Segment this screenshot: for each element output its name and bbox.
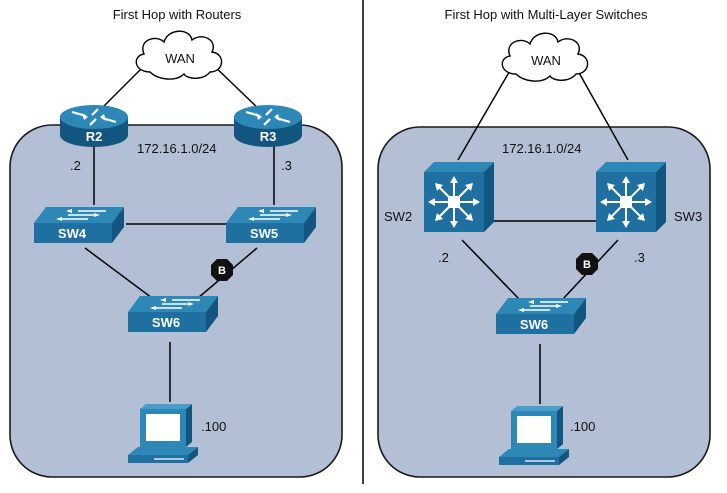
sw5-label: SW5 <box>250 226 278 241</box>
router-r2[interactable]: R2 <box>58 103 130 149</box>
right-wan-cloud: WAN <box>501 32 589 82</box>
sw4-label: SW4 <box>58 226 87 241</box>
left-host-address: .100 <box>201 419 226 434</box>
left-blocked-label: B <box>218 265 226 277</box>
left-blocked-port-marker: B <box>211 259 233 281</box>
left-subnet-label: 172.16.1.0/24 <box>137 141 217 156</box>
right-wan-label: WAN <box>531 53 561 68</box>
r3-label: R3 <box>260 129 277 144</box>
sw6-right-label: SW6 <box>520 317 548 332</box>
switch-sw4[interactable]: SW4 <box>33 206 125 244</box>
switch-sw5[interactable]: SW5 <box>225 206 317 244</box>
link-r2-wan <box>97 61 149 113</box>
link-sw3-wan <box>572 61 629 161</box>
sw3-address: .3 <box>634 250 645 265</box>
link-r3-wan <box>209 61 263 113</box>
sw6-left-label: SW6 <box>152 315 180 330</box>
sw2-address: .2 <box>438 250 449 265</box>
r3-address: .3 <box>281 158 292 173</box>
right-panel-title: First Hop with Multi-Layer Switches <box>445 7 648 22</box>
link-sw2-wan <box>457 61 516 161</box>
left-wan-label: WAN <box>165 51 195 66</box>
link-sw2-sw6 <box>461 239 521 301</box>
r2-label: R2 <box>86 129 103 144</box>
sw2-label: SW2 <box>384 209 412 224</box>
right-blocked-port-marker: B <box>576 253 598 275</box>
right-subnet-label: 172.16.1.0/24 <box>502 141 582 156</box>
left-wan-cloud: WAN <box>135 30 223 80</box>
mls-sw3[interactable] <box>595 161 667 233</box>
left-panel: First Hop with Routers WAN R2 R3 172.16.… <box>9 7 343 478</box>
right-host-address: .100 <box>570 419 595 434</box>
switch-sw6-right[interactable]: SW6 <box>495 297 587 335</box>
link-sw4-sw6 <box>84 247 153 299</box>
router-r3[interactable]: R3 <box>232 103 304 149</box>
left-panel-title: First Hop with Routers <box>113 7 242 22</box>
r2-address: .2 <box>70 158 81 173</box>
right-blocked-label: B <box>583 259 591 271</box>
mls-sw2[interactable] <box>423 161 495 233</box>
switch-sw6-left[interactable]: SW6 <box>127 295 219 333</box>
sw3-label: SW3 <box>674 209 702 224</box>
right-panel: First Hop with Multi-Layer Switches WAN … <box>377 7 711 478</box>
